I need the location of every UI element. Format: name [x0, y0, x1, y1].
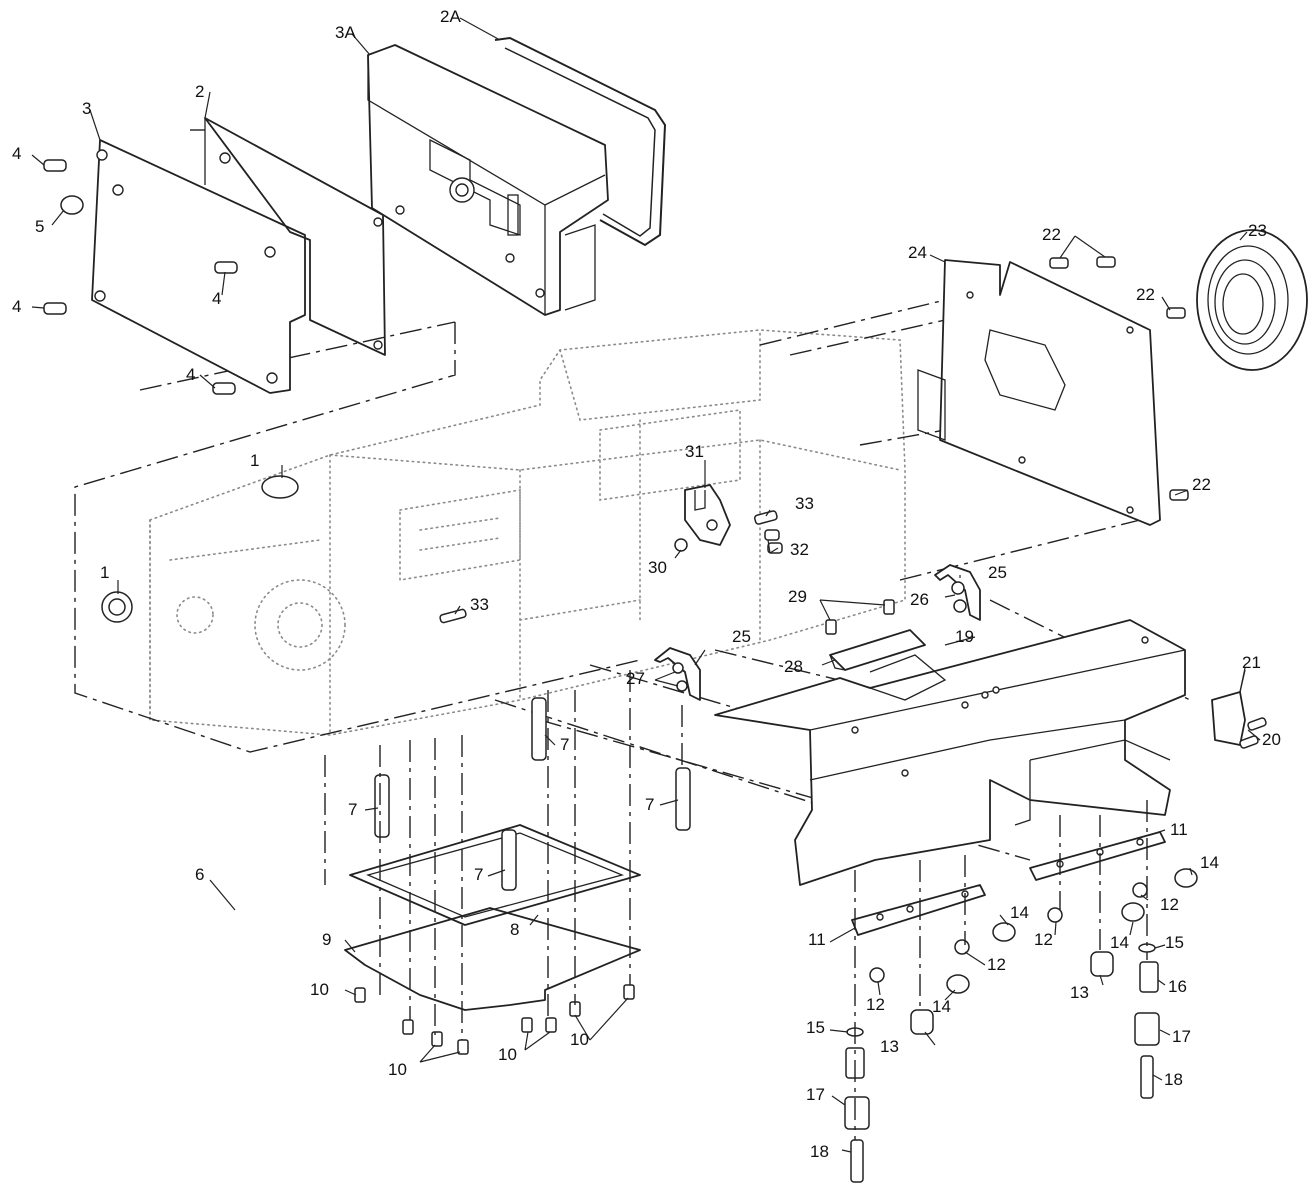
assembly-axes: [379, 670, 1148, 1140]
ghosted-machine-body: [149, 329, 906, 736]
callout-16: 16: [1168, 977, 1187, 996]
rear-panel: [917, 259, 1161, 526]
callout-18-left: 18: [810, 1142, 829, 1161]
callout-22-mid: 22: [1136, 285, 1155, 304]
callout-10-bottom: 10: [388, 1060, 407, 1079]
callout-12-c: 12: [1034, 930, 1053, 949]
callout-1-top: 1: [250, 451, 259, 470]
spacer-16: [1139, 961, 1159, 993]
callout-28: 28: [784, 657, 803, 676]
callout-10-left: 10: [310, 980, 329, 999]
callout-13-left: 13: [880, 1037, 899, 1056]
callout-29: 29: [788, 587, 807, 606]
rubber-foot-13-left: [910, 1009, 934, 1035]
callout-32: 32: [790, 540, 809, 559]
callout-6: 6: [195, 865, 204, 884]
callout-2a: 2A: [440, 7, 461, 26]
hinge-bracket-25-right: [934, 564, 981, 621]
small-bracket-28: [825, 599, 926, 671]
callout-33-left: 33: [470, 595, 489, 614]
stud-7-b: [531, 697, 547, 761]
callout-30: 30: [648, 558, 667, 577]
stud-7-d: [501, 829, 517, 891]
callout-3a: 3A: [335, 23, 356, 42]
callout-21: 21: [1242, 653, 1261, 672]
callout-7-b: 7: [560, 735, 569, 754]
oil-pan-plate: [344, 907, 641, 1011]
sleeve-17-right: [1134, 1012, 1160, 1046]
callout-18-right: 18: [1164, 1070, 1183, 1089]
callout-11-left: 11: [808, 930, 826, 949]
stud-7-a: [374, 774, 390, 838]
gasket-ring: [494, 36, 667, 247]
callout-10-mid: 10: [498, 1045, 517, 1064]
callout-12-b: 12: [866, 995, 885, 1014]
stud-7-c: [675, 767, 691, 831]
callout-19: 19: [955, 627, 974, 646]
callout-4-top: 4: [12, 144, 21, 163]
callout-14-d: 14: [1200, 853, 1219, 872]
rubber-foot-13-right: [1090, 951, 1114, 977]
callout-26: 26: [910, 590, 929, 609]
callout-23: 23: [1248, 221, 1267, 240]
callout-4-bottom: 4: [186, 365, 195, 384]
bolt-18-left: [850, 1139, 864, 1183]
callout-7-d: 7: [474, 865, 483, 884]
callout-15-left: 15: [806, 1018, 825, 1037]
base-tray: [714, 619, 1186, 886]
callout-4-bottom-left: 4: [12, 297, 21, 316]
bolt-18-right: [1140, 1055, 1154, 1099]
callout-12-a: 12: [987, 955, 1006, 974]
bracket-21: [1211, 669, 1267, 749]
callout-24: 24: [908, 243, 927, 262]
bracket-31: [674, 484, 783, 554]
callout-3: 3: [82, 99, 91, 118]
callout-7-c: 7: [645, 795, 654, 814]
callout-9: 9: [322, 930, 331, 949]
callout-22-bottom: 22: [1192, 475, 1211, 494]
callout-14-c: 14: [1110, 933, 1129, 952]
callout-8: 8: [510, 920, 519, 939]
callout-13-right: 13: [1070, 983, 1089, 1002]
small-fasteners: [43, 159, 1198, 1055]
callout-27: 27: [626, 669, 645, 688]
leader-lines: [31, 17, 1261, 1153]
callout-22-top: 22: [1042, 225, 1061, 244]
seal-ring: [1196, 229, 1308, 371]
callout-5: 5: [35, 217, 44, 236]
callout-33-right: 33: [795, 494, 814, 513]
callout-14-a: 14: [1010, 903, 1029, 922]
callout-7-a: 7: [348, 800, 357, 819]
mount-rail-11-right: [1029, 831, 1166, 881]
housing-cover-block: [367, 44, 609, 316]
callout-17-left: 17: [806, 1085, 825, 1104]
callout-12-d: 12: [1160, 895, 1179, 914]
callout-labels: 1 1 2 2A 3 3A 4 4 4 4 5 6 7 7 7 7 8 9 10…: [12, 7, 1281, 1161]
callout-1-left: 1: [100, 563, 109, 582]
front-cover-plate: [91, 139, 306, 394]
callout-10-right: 10: [570, 1030, 589, 1049]
hinge-bracket-25-left: [654, 647, 701, 701]
callout-2: 2: [195, 82, 204, 101]
callout-20: 20: [1262, 730, 1281, 749]
callout-4-mid: 4: [212, 289, 221, 308]
callout-14-b: 14: [932, 997, 951, 1016]
callout-15-right: 15: [1165, 933, 1184, 952]
callout-11-right: 11: [1170, 820, 1188, 839]
oil-pan-gasket: [349, 824, 641, 926]
mount-rail-11-left: [851, 884, 986, 936]
callout-31: 31: [685, 442, 704, 461]
callout-25-right: 25: [988, 563, 1007, 582]
callout-25-left: 25: [732, 627, 751, 646]
callout-17-right: 17: [1172, 1027, 1191, 1046]
sleeve-17-left: [844, 1096, 870, 1130]
